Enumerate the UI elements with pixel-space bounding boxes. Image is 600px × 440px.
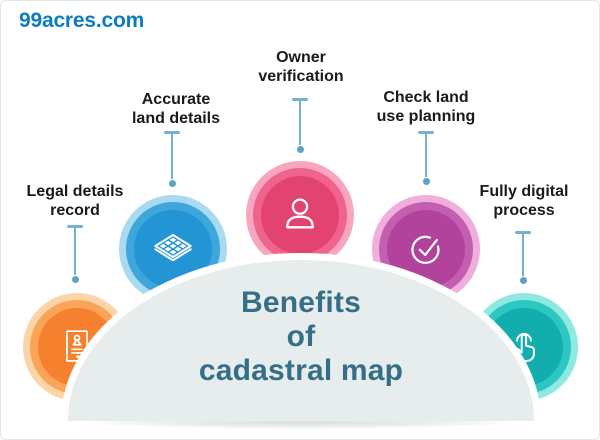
dome: Benefits of cadastral map bbox=[61, 253, 541, 421]
benefit-label: Owner verification bbox=[258, 49, 344, 85]
connector-line bbox=[67, 225, 83, 283]
land-plot-grid-icon bbox=[154, 234, 192, 262]
connector-dot bbox=[296, 146, 304, 153]
benefit-label: Fully digital process bbox=[479, 183, 569, 219]
infographic-title: Benefits of cadastral map bbox=[198, 286, 404, 387]
connector-cap bbox=[67, 225, 83, 228]
brand-logo: 99acres.com bbox=[19, 9, 145, 32]
check-circle-icon bbox=[411, 235, 440, 264]
connector-line bbox=[292, 98, 308, 153]
connector-line bbox=[164, 131, 180, 187]
connector-stem bbox=[170, 134, 174, 179]
circle-core bbox=[261, 176, 339, 254]
connector-stem bbox=[298, 101, 302, 145]
connector-stem bbox=[521, 234, 525, 276]
circle-ring bbox=[379, 202, 473, 296]
connector-stem bbox=[424, 134, 428, 177]
connector-cap bbox=[164, 131, 180, 134]
connector-dot bbox=[422, 178, 430, 185]
person-icon bbox=[286, 198, 314, 229]
connector-dot bbox=[519, 277, 527, 284]
connector-cap bbox=[515, 231, 531, 234]
connector-line bbox=[418, 131, 434, 185]
connector-cap bbox=[418, 131, 434, 134]
connector-cap bbox=[292, 98, 308, 101]
connector-stem bbox=[73, 228, 77, 275]
connector-dot bbox=[71, 276, 79, 283]
benefit-label: Accurate land details bbox=[131, 91, 221, 127]
circle-core bbox=[387, 210, 465, 288]
benefit-label: Legal details record bbox=[26, 183, 124, 219]
benefit-circle-owner bbox=[246, 161, 354, 269]
connector-dot bbox=[168, 180, 176, 187]
benefit-label: Check land use planning bbox=[376, 89, 476, 125]
connector-line bbox=[515, 231, 531, 284]
circle-ring bbox=[253, 168, 347, 262]
